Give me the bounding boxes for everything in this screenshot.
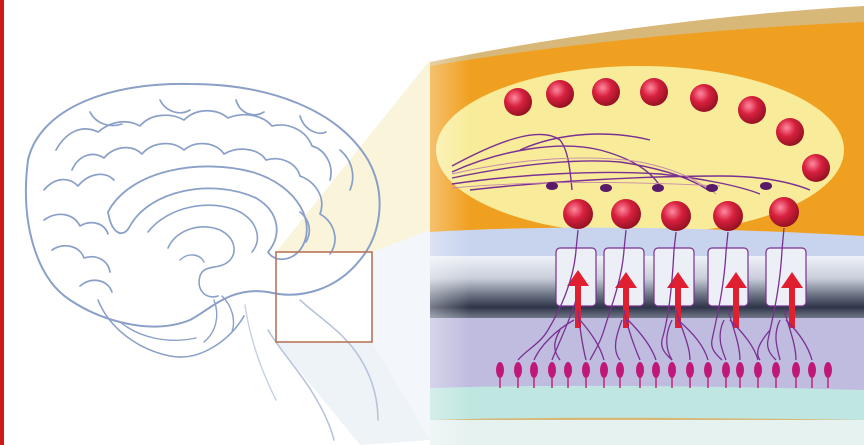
lavender-layer	[430, 318, 864, 392]
teal-band	[430, 386, 864, 420]
magnified-panel	[430, 6, 864, 445]
zoom-box	[276, 252, 372, 342]
